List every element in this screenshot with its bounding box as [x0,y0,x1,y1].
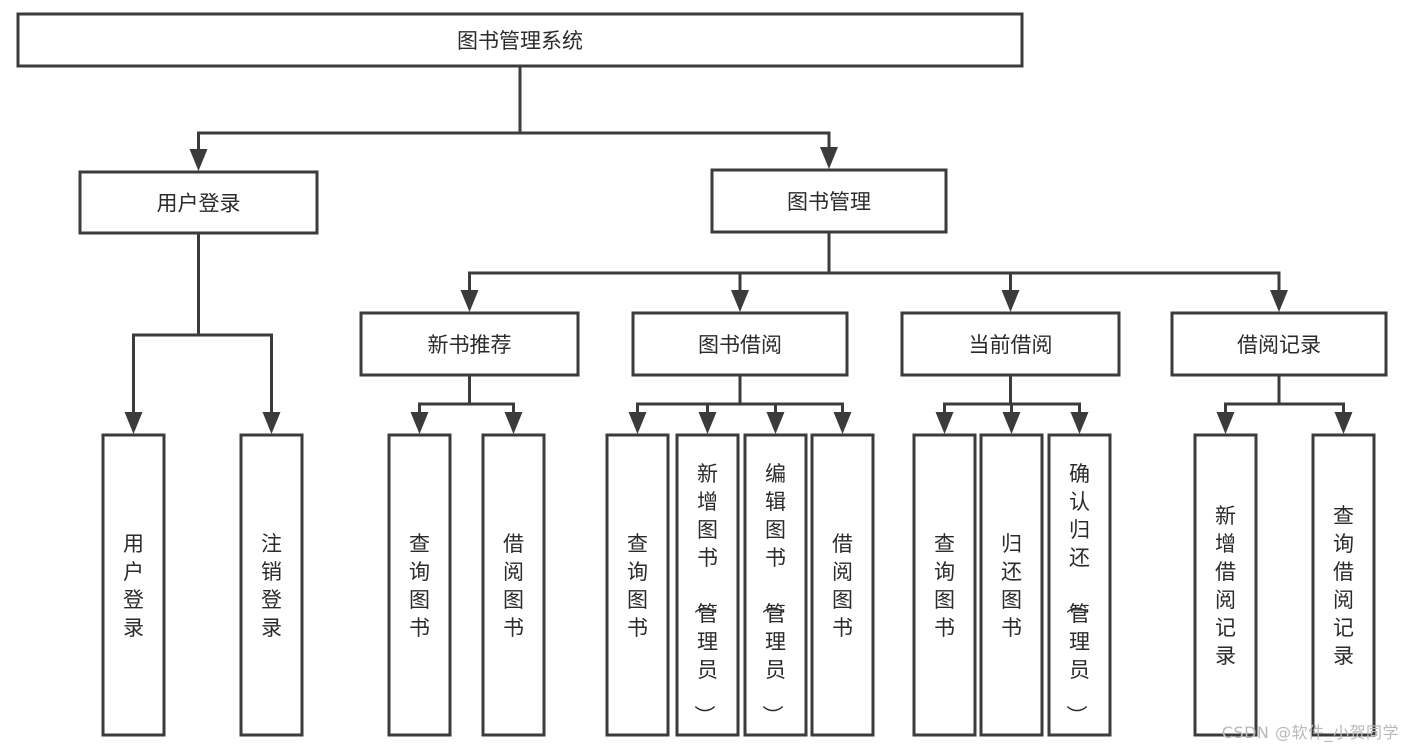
arrow-head-icon [766,412,785,434]
node-borrow-record[interactable]: 借阅记录 [1170,311,1388,377]
node-box[interactable] [743,433,808,737]
node-box[interactable] [979,433,1044,737]
connector-group-new-book-recommend [410,373,523,434]
connector-group-user-login [124,231,281,434]
connector-group-book-borrow [628,373,852,434]
arrow-head-icon [820,147,838,169]
node-box[interactable] [1193,433,1258,737]
node-label: 查询图书 [934,532,955,640]
arrow-head-icon [1002,412,1021,434]
arrow-head-icon [189,149,208,171]
node-box[interactable] [239,433,304,737]
arrow-head-icon [628,412,647,434]
node-box[interactable] [1170,311,1388,377]
arrow-head-icon [262,412,281,434]
connector-group-current-borrow [935,373,1089,434]
node-label: 归还图书 [1001,532,1022,640]
node-box[interactable] [900,311,1121,377]
node-box[interactable] [1311,433,1376,737]
node-box[interactable] [710,168,948,234]
node-leaf-return-book[interactable]: 归还图书 [979,433,1044,737]
node-leaf-user-login[interactable]: 用户登录 [101,433,166,737]
node-label: 用户登录 [157,192,241,216]
node-label: 确认归还（管理员） [1064,462,1090,726]
arrow-head-icon [124,412,143,434]
node-label: 图书管理 [787,190,871,214]
node-box[interactable] [675,433,740,737]
node-label: 借阅记录 [1237,333,1321,357]
arrow-head-icon [1001,290,1020,312]
node-layer: 图书管理系统用户登录图书管理新书推荐图书借阅当前借阅借阅记录用户登录注销登录查询… [16,12,1388,737]
arrow-head-icon [698,412,717,434]
arrow-head-icon [833,412,852,434]
arrow-head-icon [935,412,954,434]
node-label: 图书借阅 [698,333,782,357]
node-label: 新增图书（管理员） [692,462,718,726]
connector-layer [124,64,1353,434]
node-label: 用户登录 [123,532,144,640]
node-label: 编辑图书（管理员） [760,462,786,726]
node-label: 查询图书 [409,532,430,640]
node-box[interactable] [78,170,319,235]
node-box[interactable] [912,433,977,737]
arrow-head-icon [1270,290,1288,312]
arrow-head-icon [460,290,479,312]
connector-group-borrow-record [1216,373,1353,434]
node-box[interactable] [810,433,875,737]
node-leaf-query-book-cb[interactable]: 查询图书 [912,433,977,737]
csdn-watermark: CSDN @软件_小贺同学 [1221,723,1399,742]
node-new-book-recommend[interactable]: 新书推荐 [359,311,580,377]
arrow-head-icon [504,412,523,434]
node-label: 新增借阅记录 [1215,504,1236,668]
node-box[interactable] [387,433,452,737]
node-box[interactable] [16,12,1024,68]
node-label: 查询图书 [627,532,648,640]
node-label: 新书推荐 [428,333,512,357]
arrow-head-icon [1070,412,1089,434]
node-leaf-borrow-book-nbr[interactable]: 借阅图书 [481,433,546,737]
arrow-head-icon [1216,412,1235,434]
connector-group-book-manage [460,230,1288,312]
node-label: 借阅图书 [503,532,524,640]
node-label: 图书管理系统 [457,29,583,53]
node-box[interactable] [101,433,166,737]
node-leaf-confirm-return-admin[interactable]: 确认归还（管理员） [1047,433,1112,737]
arrow-head-icon [1334,412,1353,434]
arrow-head-icon [731,290,749,312]
node-book-manage[interactable]: 图书管理 [710,168,948,234]
node-box[interactable] [605,433,670,737]
node-leaf-borrow-book-bb[interactable]: 借阅图书 [810,433,875,737]
node-label: 查询借阅记录 [1333,504,1354,668]
arrow-head-icon [410,412,429,434]
node-box[interactable] [1047,433,1112,737]
node-leaf-edit-book-admin[interactable]: 编辑图书（管理员） [743,433,808,737]
node-leaf-add-borrow-record[interactable]: 新增借阅记录 [1193,433,1258,737]
node-leaf-query-book-nbr[interactable]: 查询图书 [387,433,452,737]
node-leaf-query-borrow-record[interactable]: 查询借阅记录 [1311,433,1376,737]
connector-group-root [189,64,838,171]
node-label: 注销登录 [261,532,282,640]
node-label: 当前借阅 [969,333,1053,357]
node-box[interactable] [631,311,849,377]
node-box[interactable] [481,433,546,737]
node-box[interactable] [359,311,580,377]
node-root[interactable]: 图书管理系统 [16,12,1024,68]
node-current-borrow[interactable]: 当前借阅 [900,311,1121,377]
node-book-borrow[interactable]: 图书借阅 [631,311,849,377]
node-user-login[interactable]: 用户登录 [78,170,319,235]
node-leaf-logout[interactable]: 注销登录 [239,433,304,737]
node-leaf-query-book-bb[interactable]: 查询图书 [605,433,670,737]
node-leaf-add-book-admin[interactable]: 新增图书（管理员） [675,433,740,737]
node-label: 借阅图书 [832,532,853,640]
